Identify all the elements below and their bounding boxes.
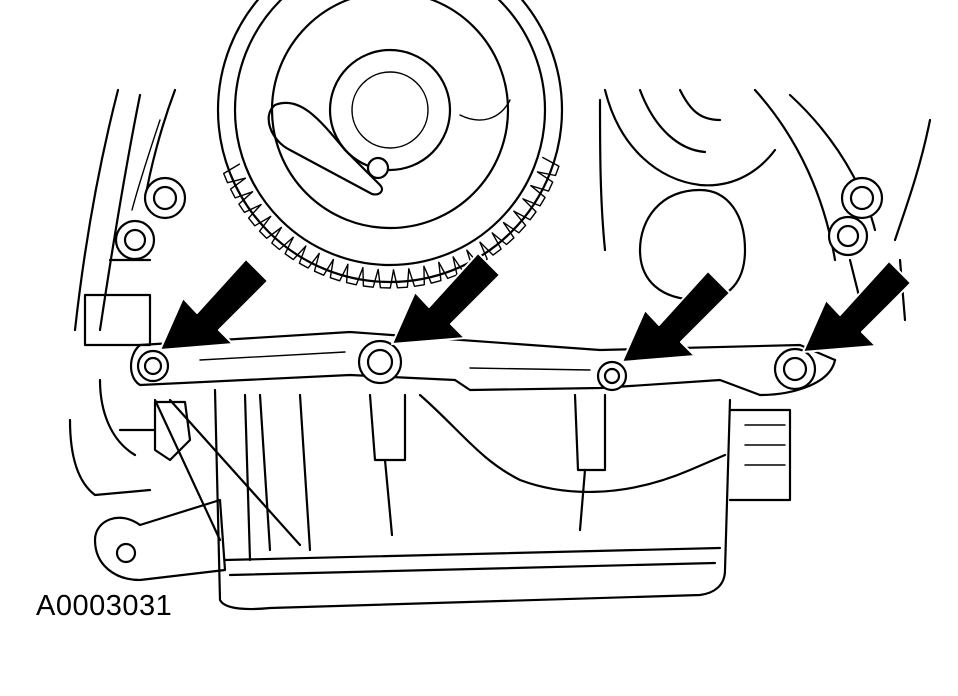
gear-tooth <box>298 245 320 269</box>
oil-pan-bolt-2 <box>357 339 403 385</box>
gear-tooth <box>345 263 364 286</box>
bolt-upper-right-2 <box>827 215 869 257</box>
gear-tooth <box>313 252 334 276</box>
oil-pump-housing <box>728 408 792 502</box>
oil-pan-bolt-3 <box>596 360 628 392</box>
gear-tooth <box>284 236 307 261</box>
callout-arrow-2 <box>391 252 501 345</box>
gear-tooth <box>247 203 272 227</box>
callout-arrows <box>159 252 912 363</box>
gear-tooth <box>479 232 502 256</box>
gear-tooth <box>530 171 554 192</box>
gear-tooth <box>491 221 515 246</box>
timing-gear <box>216 0 564 289</box>
callout-arrow-4 <box>802 260 912 353</box>
oil-pan-bolt-4 <box>773 347 817 391</box>
bolt-upper-left-2 <box>114 219 156 261</box>
oil-pan-body <box>153 388 732 611</box>
oil-pan-bolt-1 <box>136 349 170 383</box>
gear-tooth <box>222 163 247 184</box>
gear-tooth <box>423 261 442 284</box>
gear-tooth <box>271 226 294 251</box>
gear-tooth <box>392 268 410 289</box>
gear-tooth <box>502 210 527 234</box>
gear-tooth <box>438 256 458 280</box>
gear-tooth <box>362 267 379 288</box>
gear-tooth <box>238 191 262 214</box>
figure-id-label: A0003031 <box>36 590 173 622</box>
gear-tooth <box>513 198 537 221</box>
gear-tooth <box>229 177 254 199</box>
oil-pan-flange <box>129 330 837 397</box>
mount-hole <box>115 542 137 564</box>
left-pan-bracket <box>118 400 192 462</box>
gear-tooth <box>408 265 425 287</box>
bolt-upper-left-1 <box>143 176 187 220</box>
gear-tooth <box>522 184 546 207</box>
gear-tooth <box>377 268 395 289</box>
gear-tooth <box>329 258 349 282</box>
gear-tooth <box>258 215 283 240</box>
callout-arrow-1 <box>159 258 269 351</box>
bolt-upper-right-1 <box>840 176 884 220</box>
gear-tooth <box>536 156 560 177</box>
callout-arrow-3 <box>621 270 731 363</box>
